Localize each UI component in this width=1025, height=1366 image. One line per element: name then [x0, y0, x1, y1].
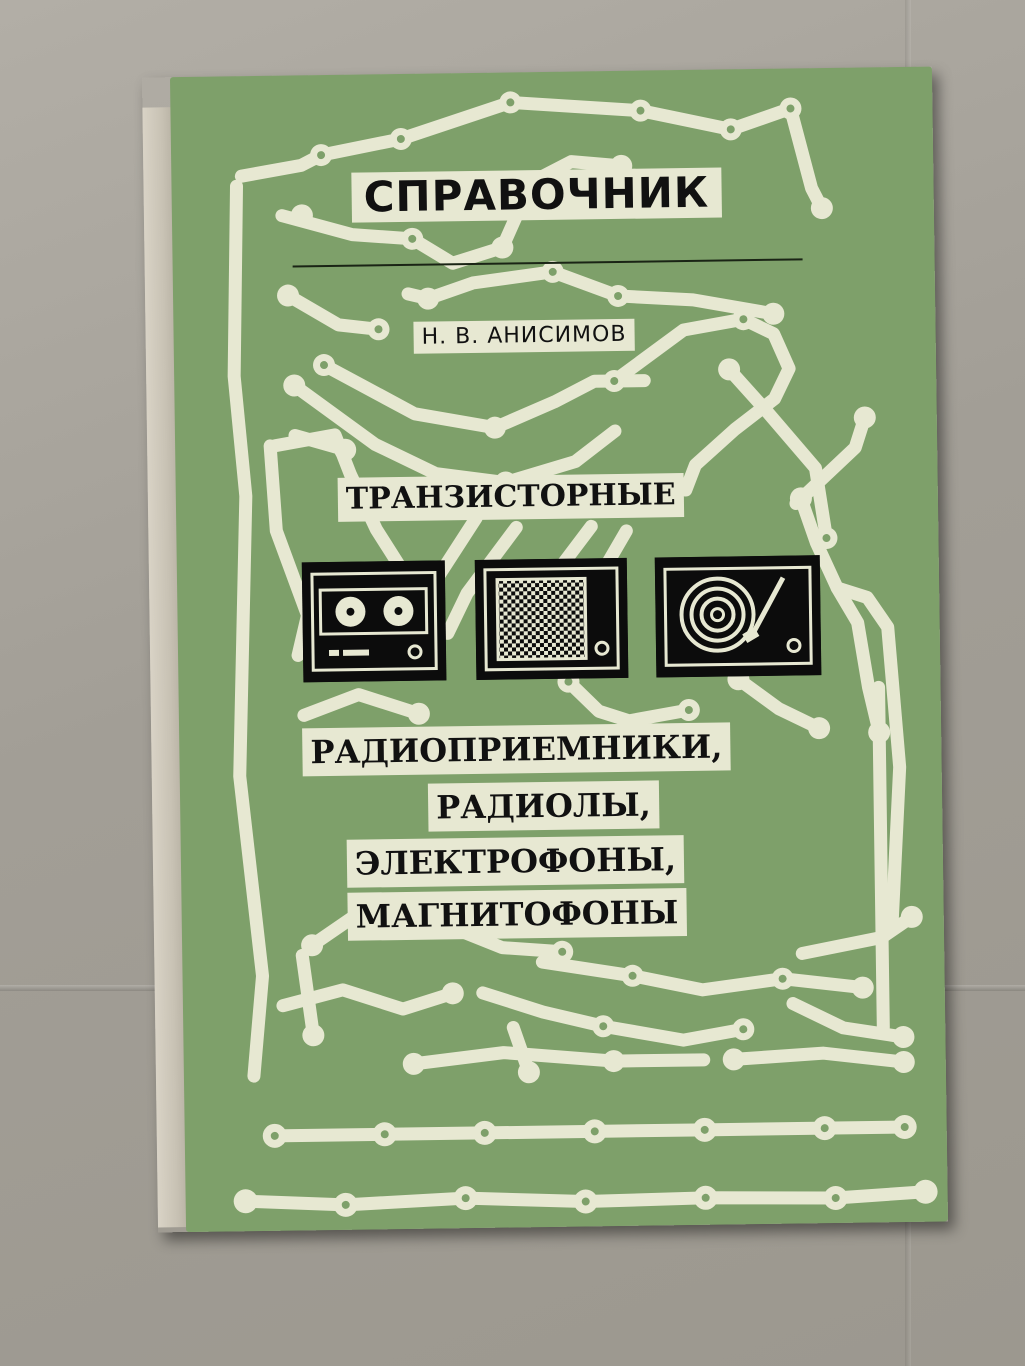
title-line-3: ЭЛЕКТРОФОНЫ, — [346, 835, 685, 888]
book: СПРАВОЧНИК Н. В. АНИСИМОВ ТРАНЗИСТОРНЫЕ — [142, 66, 949, 1233]
radio-receiver-icon — [474, 557, 629, 680]
title-line-2: РАДИОЛЫ, — [427, 780, 660, 832]
title-line-1: РАДИОПРИЕМНИКИ, — [302, 722, 731, 777]
record-player-icon — [654, 555, 822, 678]
author-name: Н. В. АНИСИМОВ — [413, 318, 635, 354]
title-line-4: МАГНИТОФОНЫ — [347, 888, 687, 941]
series-label: СПРАВОЧНИК — [351, 167, 722, 223]
tape-recorder-icon — [301, 560, 447, 683]
subtitle: ТРАНЗИСТОРНЫЕ — [337, 473, 684, 522]
